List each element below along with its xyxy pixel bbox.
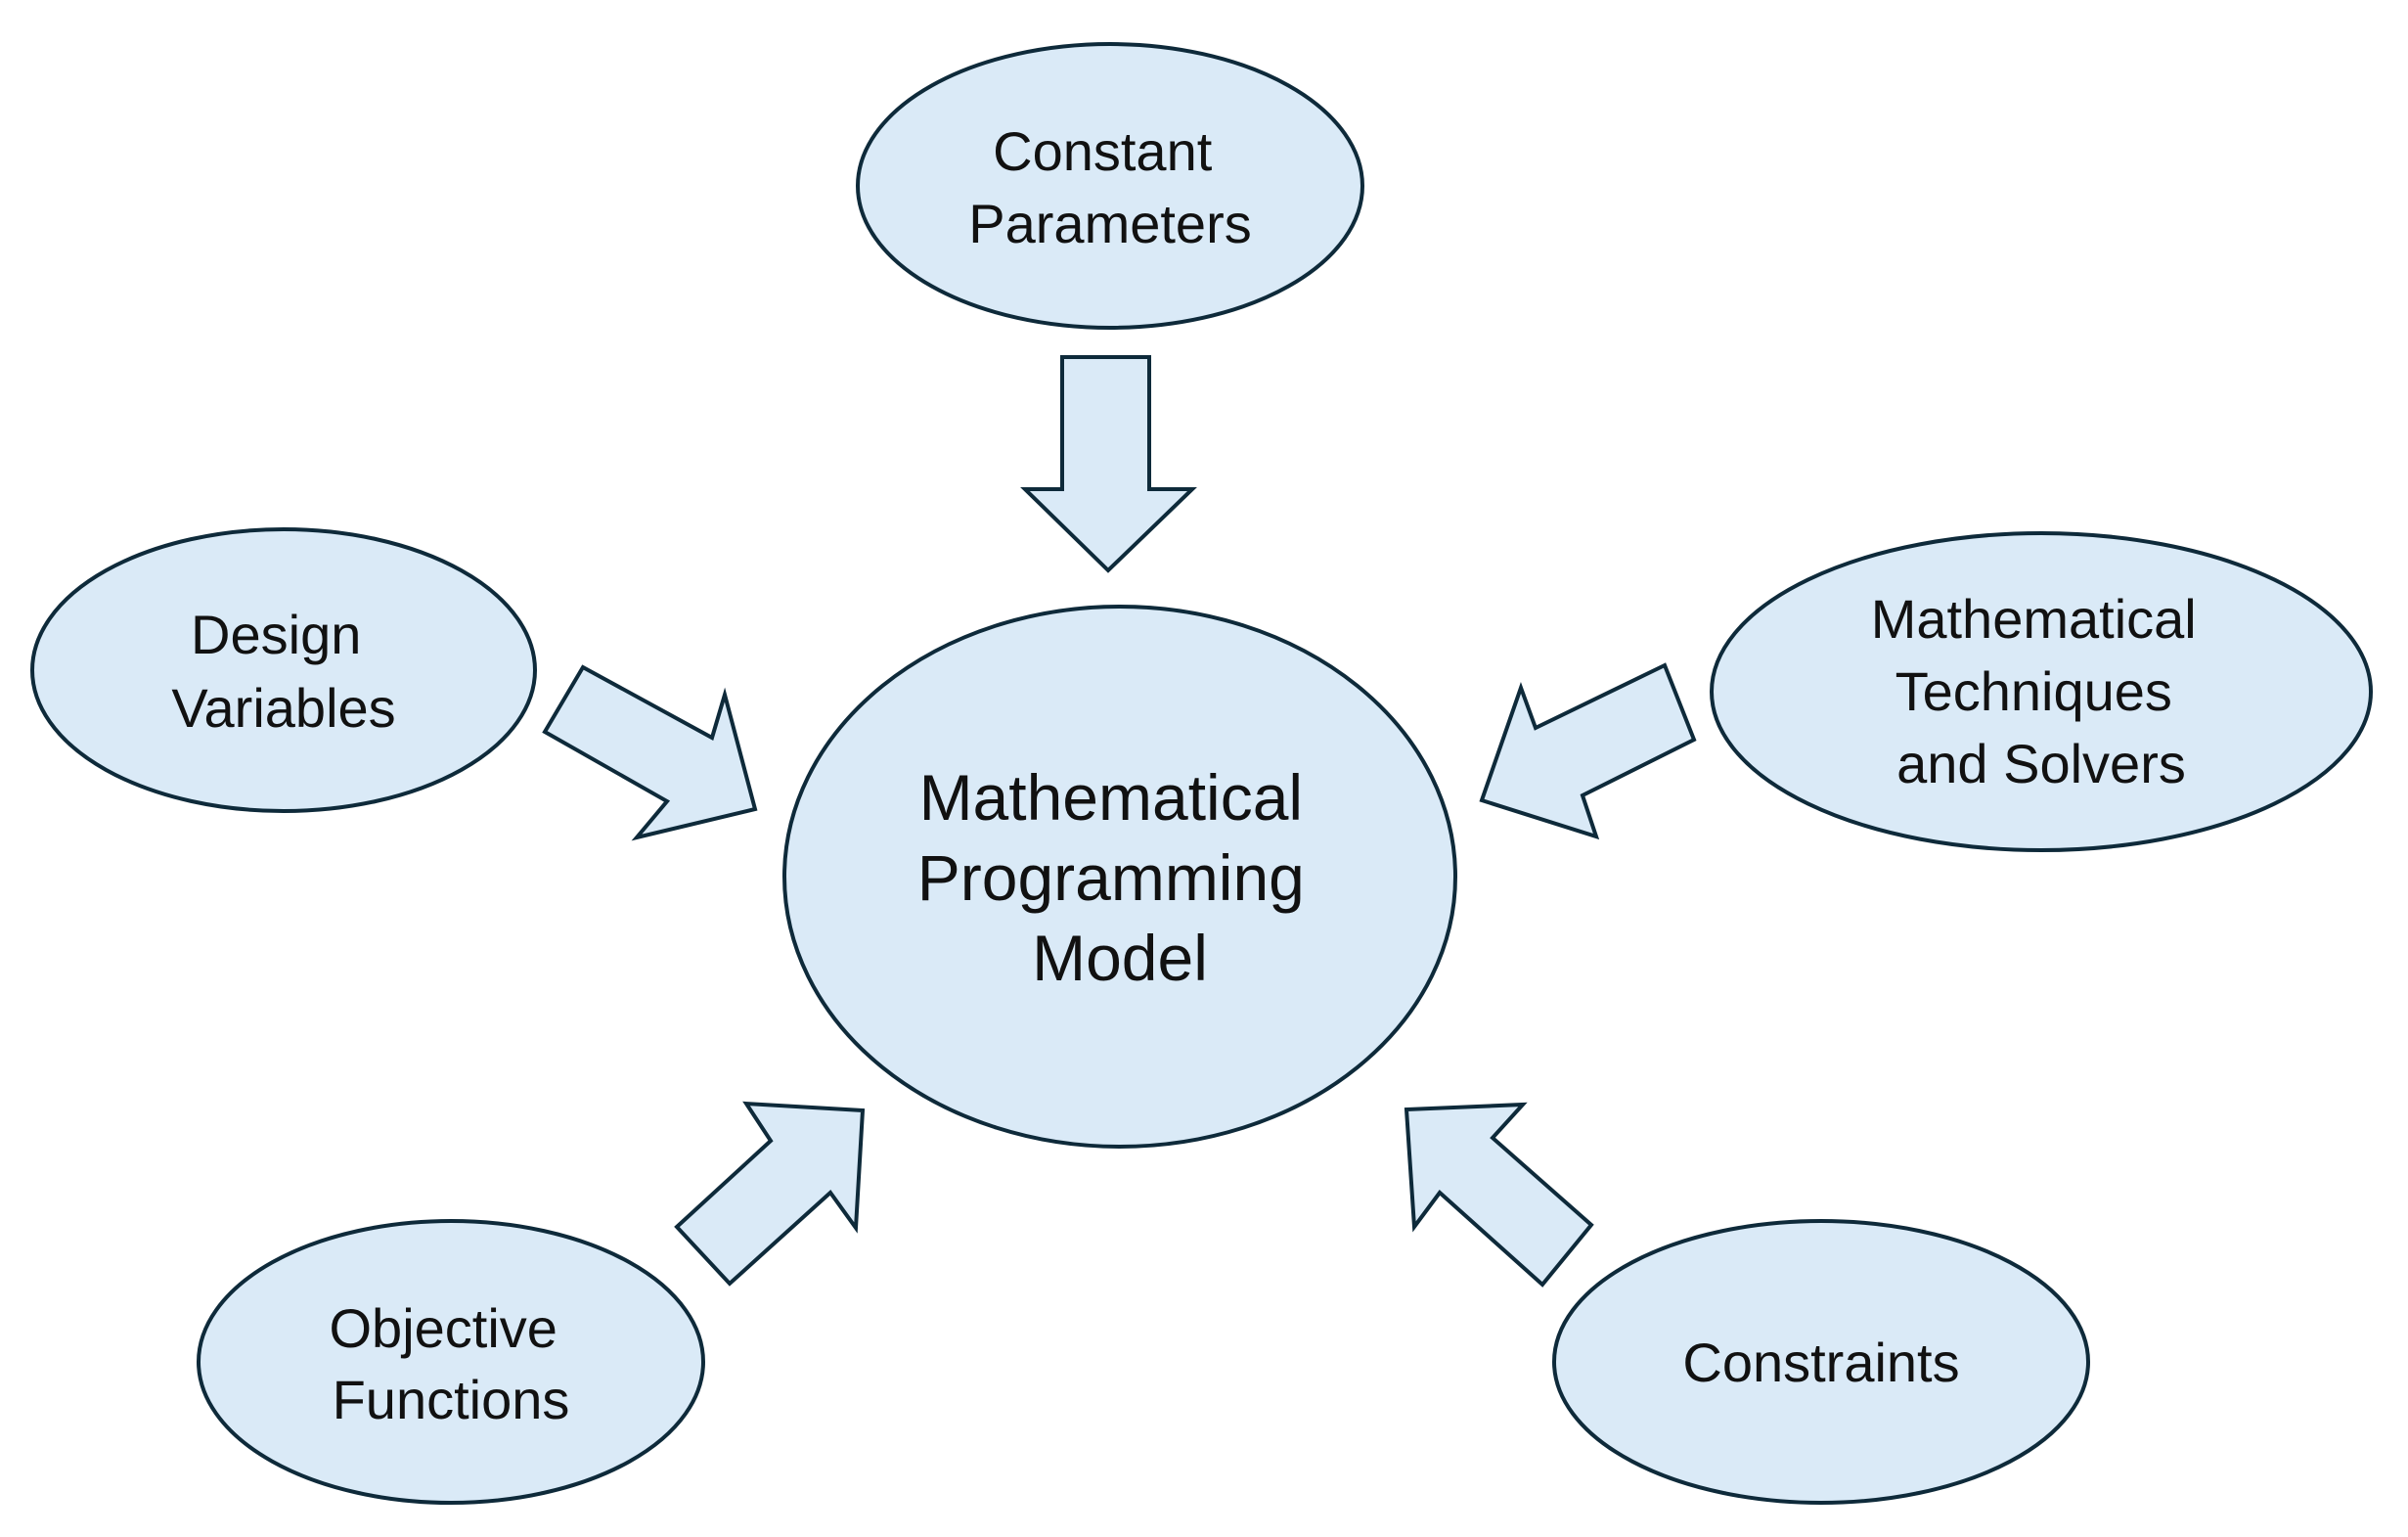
design-variables-line-1: Design bbox=[191, 604, 361, 665]
center-label-line-3: Model bbox=[1032, 922, 1208, 994]
objective-functions-ellipse bbox=[197, 1219, 705, 1505]
arrow-from-design-variables bbox=[542, 664, 758, 841]
node-constant-parameters: Constant Parameters bbox=[856, 42, 1364, 330]
center-ellipse bbox=[782, 605, 1457, 1149]
constant-parameters-line-2: Parameters bbox=[968, 193, 1251, 254]
math-techniques-ellipse bbox=[1710, 531, 2373, 852]
center-label-line-1: Mathematical bbox=[919, 761, 1304, 834]
center-label-line-2: Programming bbox=[917, 841, 1305, 914]
math-techniques-line-2: Techniques bbox=[1895, 660, 2172, 722]
constraints-ellipse bbox=[1552, 1219, 2090, 1505]
node-design-variables: Design Variables bbox=[30, 527, 537, 813]
arrow-from-math-techniques bbox=[1479, 662, 1697, 840]
objective-functions-line-2: Functions bbox=[333, 1369, 570, 1430]
design-variables-ellipse bbox=[30, 527, 537, 813]
svg-text:Design Variables: Design Variables bbox=[171, 604, 395, 739]
node-mathematical-techniques: Mathematical Techniques and Solvers bbox=[1710, 531, 2373, 852]
svg-text:Constant Parameters: Constant Parameters bbox=[968, 120, 1251, 254]
svg-text:Mathematical Programming: Mathematical Programming Model bbox=[917, 761, 1322, 994]
svg-text:Objective Functions: Objective Functions bbox=[330, 1297, 573, 1430]
node-objective-functions: Objective Functions bbox=[197, 1219, 705, 1505]
design-variables-line-2: Variables bbox=[171, 677, 395, 739]
arrow-from-constraints bbox=[1404, 1102, 1594, 1288]
math-techniques-line-1: Mathematical bbox=[1871, 588, 2197, 650]
svg-text:Mathematical Techniques: Mathematical Techniques and Solvers bbox=[1871, 588, 2212, 794]
svg-text:Constraints: Constraints bbox=[1682, 1332, 1959, 1393]
arrows bbox=[542, 355, 1697, 1288]
constant-parameters-line-1: Constant bbox=[993, 120, 1213, 182]
constant-parameters-ellipse bbox=[856, 42, 1364, 330]
constraints-line-1: Constraints bbox=[1682, 1332, 1959, 1393]
arrow-from-objective-functions bbox=[674, 1101, 866, 1287]
objective-functions-line-1: Objective bbox=[330, 1297, 557, 1359]
math-techniques-line-3: and Solvers bbox=[1896, 733, 2186, 794]
arrow-from-constant-parameters bbox=[1020, 355, 1197, 573]
node-mathematical-programming-model: Mathematical Programming Model bbox=[782, 605, 1457, 1149]
node-constraints: Constraints bbox=[1552, 1219, 2090, 1505]
